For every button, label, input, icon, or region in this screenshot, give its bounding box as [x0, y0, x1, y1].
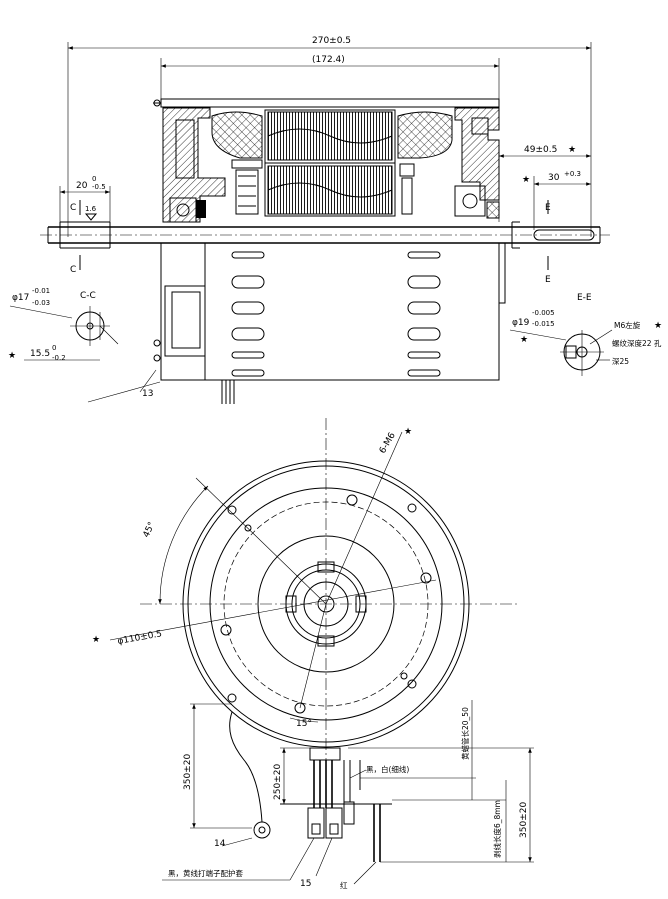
- yellow-sleeve: 黄蜡管长20_50: [460, 707, 470, 760]
- star-6m6: ★: [404, 427, 412, 437]
- star-flat-15: ★: [8, 351, 16, 361]
- dim-flat-15-tol-bot: -0.2: [52, 354, 66, 362]
- section-e-top: E: [545, 203, 551, 213]
- dim-dia17-tol-top: -0.01: [32, 287, 50, 295]
- vent-slots-right: [407, 251, 441, 377]
- label-black-white-thin: 黑，白(细线): [366, 764, 409, 774]
- star-m6: ★: [654, 321, 662, 331]
- angle-15: 15°: [296, 719, 312, 729]
- dim-dia17-tol-bot: -0.03: [32, 299, 50, 307]
- item-15: 15: [300, 879, 311, 889]
- dim-rear-shaft: 49±0.5: [524, 145, 557, 155]
- side-section-view: 270±0.5 (172.4): [40, 36, 610, 404]
- dim-body-length: (172.4): [312, 55, 345, 65]
- dim-rear-key: 30: [548, 173, 560, 183]
- end-view: 6-M6 ★ 45° φ110±0.5 ★ 15°: [92, 418, 534, 890]
- section-cc: C-C φ17 -0.01 -0.03 ★ 15.5 0 -0.2: [8, 287, 119, 362]
- dim-front-shaft: 20: [76, 181, 88, 191]
- dim-flat-15-tol-top: 0: [52, 344, 56, 352]
- dim-lead-350: 350±20: [519, 802, 529, 838]
- hole-depth: 深25: [612, 357, 629, 366]
- dim-dia19-tol-bot: -0.015: [532, 320, 555, 328]
- thread-m6-left: M6左旋: [614, 320, 641, 330]
- dim-rear-key-tol: +0.3: [564, 170, 581, 178]
- dim-dia17: φ17: [12, 293, 29, 303]
- dim-dia110: φ110±0.5: [117, 629, 163, 647]
- dim-flat-15: 15.5: [30, 349, 50, 359]
- holes-6m6: 6-M6: [378, 431, 398, 456]
- vent-slots-left: [231, 251, 265, 377]
- dim-flat-depth: 1.6: [85, 205, 97, 213]
- label-lug-note: 黑，黄线打端子配护套: [168, 868, 243, 878]
- thread-depth: 螺纹深度22 孔: [612, 338, 662, 348]
- strip-len: 剥线长度6_8mm: [492, 800, 502, 858]
- section-ee-label: E-E: [577, 293, 592, 303]
- dim-dia19-tol-top: -0.005: [532, 309, 555, 317]
- dim-front-shaft-tol-top: 0: [92, 175, 96, 183]
- section-e-bottom: E: [545, 275, 551, 285]
- section-cc-label: C-C: [80, 291, 96, 301]
- item-13: 13: [142, 389, 153, 399]
- dim-overall-length: 270±0.5: [312, 36, 351, 46]
- star-rear-shaft: ★: [568, 145, 576, 155]
- section-c-top: C: [70, 203, 76, 213]
- item-14: 14: [214, 839, 226, 849]
- dim-lead-250: 250±20: [273, 764, 283, 800]
- star-dia19: ★: [520, 335, 528, 345]
- dim-gnd-len: 350±20: [183, 754, 193, 790]
- star-dia110: ★: [92, 635, 100, 645]
- dim-front-shaft-tol-bot: -0.5: [92, 183, 106, 191]
- angle-45: 45°: [142, 521, 158, 540]
- label-red: 红: [340, 880, 348, 890]
- section-ee: E-E φ19 -0.005 -0.015 ★ M6左旋 ★ 螺纹深度22 孔 …: [509, 293, 662, 376]
- star-rear-key: ★: [522, 175, 530, 185]
- dim-dia19: φ19: [512, 318, 530, 328]
- section-c-bottom: C: [70, 265, 76, 275]
